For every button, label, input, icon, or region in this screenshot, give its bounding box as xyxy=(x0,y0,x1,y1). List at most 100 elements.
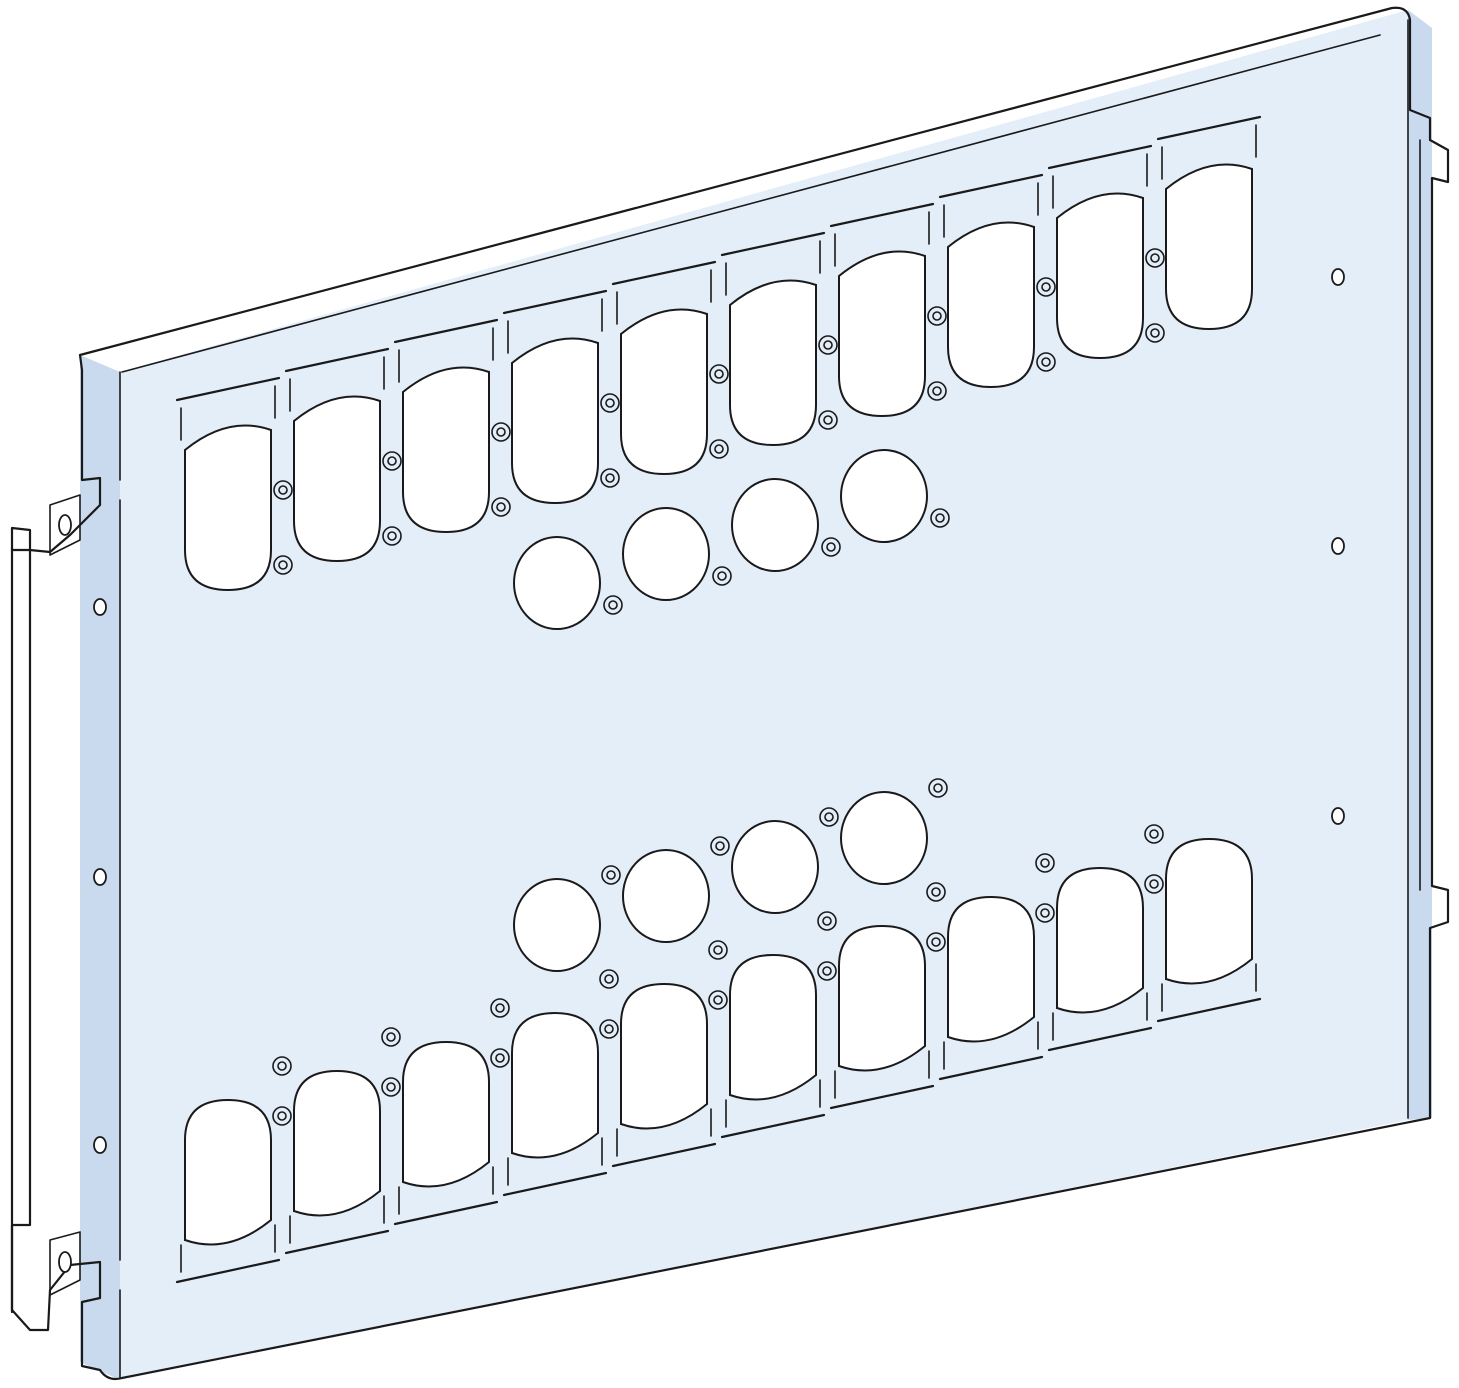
lower-oval-cutout xyxy=(838,924,926,1072)
upper-cutout-frame-side xyxy=(725,240,821,296)
left-mounting-hole xyxy=(93,1136,107,1154)
lower-cutout-frame-side xyxy=(180,1224,276,1273)
round-fixing-ring xyxy=(928,778,948,798)
lower-fixing-ring xyxy=(599,1019,619,1039)
left-flange-face xyxy=(80,355,120,1380)
lower-oval-cutout xyxy=(511,1011,599,1159)
lower-cutout-frame-side xyxy=(616,1108,712,1157)
upper-fixing-ring-inner xyxy=(932,386,942,396)
upper-fixing-ring xyxy=(818,410,838,430)
upper-fixing-ring-inner xyxy=(1150,253,1160,263)
lower-cutout-frame-bottom xyxy=(175,1258,281,1284)
left-mounting-hole xyxy=(93,868,107,886)
upper-cutout-frame-top xyxy=(502,289,608,315)
lower-oval-cutout xyxy=(947,895,1035,1043)
upper-fixing-ring xyxy=(927,306,947,326)
lower-cutout-frame-side xyxy=(398,1166,494,1215)
upper-fixing-ring xyxy=(927,381,947,401)
upper-oval-cutout xyxy=(620,308,708,476)
round-fixing-ring-inner xyxy=(933,783,943,793)
lower-round-cutout xyxy=(513,878,601,972)
lower-fixing-ring-inner xyxy=(604,1024,614,1034)
lower-cutout-frame-side xyxy=(1052,992,1148,1041)
lower-fixing-ring-inner xyxy=(713,945,723,955)
upper-oval-cutout xyxy=(838,250,926,418)
round-fixing-ring-inner xyxy=(608,600,618,610)
upper-fixing-ring-inner xyxy=(605,398,615,408)
round-fixing-ring-inner xyxy=(935,513,945,523)
lower-fixing-ring xyxy=(1035,853,1055,873)
upper-fixing-ring-inner xyxy=(823,415,833,425)
lower-fixing-ring xyxy=(490,1048,510,1068)
lower-fixing-ring-inner xyxy=(1040,858,1050,868)
round-fixing-ring xyxy=(603,595,623,615)
lower-cutout-frame-bottom xyxy=(393,1200,499,1226)
lower-fixing-ring xyxy=(1144,874,1164,894)
upper-cutout-frame-side xyxy=(180,385,276,441)
lower-fixing-ring xyxy=(490,998,510,1018)
upper-cutout-frame-top xyxy=(1047,144,1153,170)
left-upper-tab xyxy=(49,494,81,556)
lower-fixing-ring-inner xyxy=(822,916,832,926)
lower-fixing-ring-inner xyxy=(495,1003,505,1013)
upper-cutout-frame-side xyxy=(1161,124,1257,180)
round-fixing-ring xyxy=(710,836,730,856)
lower-fixing-ring-inner xyxy=(386,1082,396,1092)
round-fixing-ring xyxy=(930,508,950,528)
lower-oval-cutout xyxy=(729,953,817,1101)
lower-fixing-ring xyxy=(381,1077,401,1097)
lower-cutout-frame-bottom xyxy=(829,1084,935,1110)
lower-cutout-frame-bottom xyxy=(284,1229,390,1255)
lower-fixing-ring-inner xyxy=(1149,829,1159,839)
lower-fixing-ring xyxy=(1144,824,1164,844)
lower-cutout-frame-bottom xyxy=(502,1171,608,1197)
lower-fixing-ring-inner xyxy=(822,966,832,976)
lower-cutout-frame-side xyxy=(289,1195,385,1244)
upper-cutout-frame-top xyxy=(175,376,281,402)
left-lower-tab xyxy=(49,1231,81,1296)
lower-fixing-ring xyxy=(817,961,837,981)
lower-fixing-ring-inner xyxy=(495,1053,505,1063)
upper-fixing-ring-inner xyxy=(1041,357,1051,367)
upper-oval-cutout xyxy=(1056,192,1144,360)
lower-fixing-ring-inner xyxy=(713,995,723,1005)
upper-oval-cutout xyxy=(729,279,817,447)
upper-fixing-ring-inner xyxy=(605,473,615,483)
round-cutout-group xyxy=(513,449,950,972)
upper-cutout-frame-side xyxy=(289,356,385,412)
lower-cutout-frame-side xyxy=(1161,963,1257,1012)
upper-oval-cutout xyxy=(184,424,272,592)
upper-oval-cutout xyxy=(293,395,381,563)
lower-oval-cutout xyxy=(184,1098,272,1246)
upper-fixing-ring xyxy=(491,422,511,442)
upper-fixing-ring xyxy=(382,526,402,546)
mounting-hole-group xyxy=(93,268,1345,1154)
lower-fixing-ring xyxy=(708,940,728,960)
upper-fixing-ring xyxy=(1145,323,1165,343)
lower-fixing-ring xyxy=(817,911,837,931)
plate-outline xyxy=(10,6,1450,1381)
upper-cutout-frame-side xyxy=(398,327,494,383)
lower-fixing-ring-inner xyxy=(277,1111,287,1121)
top-bend-line xyxy=(121,34,1381,373)
lower-oval-cutout-row xyxy=(175,824,1262,1284)
upper-fixing-ring-inner xyxy=(714,369,724,379)
upper-fixing-ring xyxy=(491,497,511,517)
upper-fixing-ring xyxy=(1036,277,1056,297)
lower-oval-cutout xyxy=(620,982,708,1130)
upper-fixing-ring-inner xyxy=(387,531,397,541)
upper-round-cutout xyxy=(731,478,819,572)
upper-cutout-frame-top xyxy=(284,347,390,373)
right-mounting-hole xyxy=(1331,537,1345,555)
right-mounting-hole xyxy=(1331,807,1345,825)
lower-cutout-frame-bottom xyxy=(938,1055,1044,1081)
round-fixing-ring-inner xyxy=(606,870,616,880)
upper-fixing-ring xyxy=(600,393,620,413)
upper-fixing-ring-inner xyxy=(278,485,288,495)
upper-fixing-ring xyxy=(1145,248,1165,268)
lower-cutout-frame-side xyxy=(725,1079,821,1128)
lower-fixing-ring xyxy=(926,882,946,902)
upper-fixing-ring xyxy=(709,364,729,384)
lower-cutout-frame-bottom xyxy=(1156,997,1262,1023)
